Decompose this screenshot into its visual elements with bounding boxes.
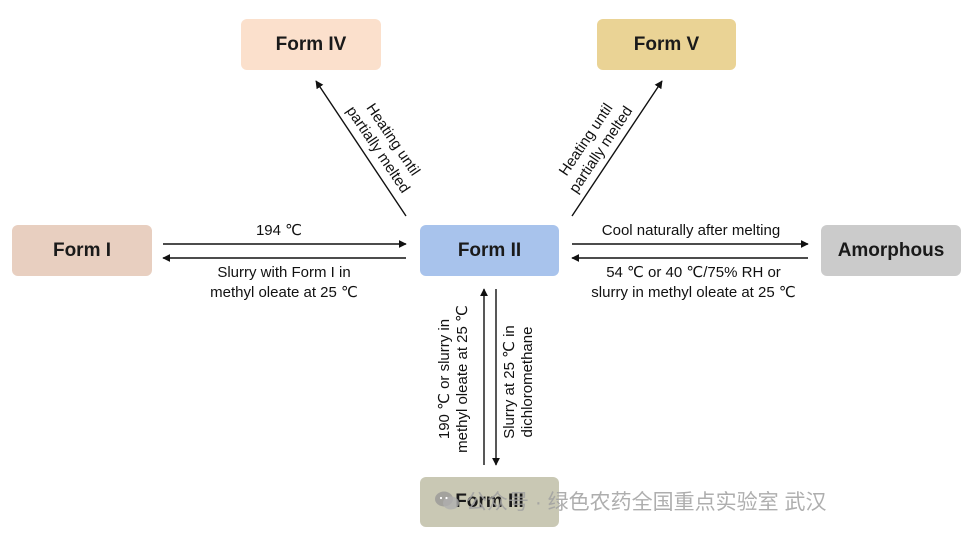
watermark-text: 公众号 · 绿色农药全国重点实验室 武汉 (466, 491, 827, 514)
node-form-ii: Form II (420, 225, 559, 276)
label-amorphous-to-form2-line1: 54 ℃ or 40 ℃/75% RH or (606, 264, 781, 281)
label-form3-to-form2-line2: methyl oleate at 25 ℃ (454, 305, 471, 453)
watermark: 公众号 · 绿色农药全国重点实验室 武汉 (434, 486, 827, 516)
wechat-icon (434, 490, 460, 512)
node-form-i: Form I (12, 225, 152, 276)
node-form-iv: Form IV (241, 19, 381, 70)
node-amorphous-label: Amorphous (837, 239, 945, 261)
node-form-v-label: Form V (633, 33, 700, 55)
label-form2-to-form3-line1: Slurry at 25 ℃ in (501, 325, 518, 439)
label-form3-to-form2-line1: 190 ℃ or slurry in (436, 318, 453, 440)
node-amorphous: Amorphous (821, 225, 961, 276)
label-form2-to-form3: Slurry at 25 ℃ in dichloromethane (501, 302, 537, 462)
node-form-i-label: Form I (52, 239, 112, 261)
label-form3-to-form2: 190 ℃ or slurry in methyl oleate at 25 ℃ (436, 289, 472, 469)
label-form2-to-amorphous: Cool naturally after melting (601, 222, 781, 239)
label-amorphous-to-form2: 54 ℃ or 40 ℃/75% RH or slurry in methyl … (566, 263, 821, 303)
node-form-iii-label: Form III (455, 491, 524, 512)
node-form-ii-label: Form II (457, 239, 522, 261)
label-form1-to-form2-line1: Slurry with Form I in (217, 264, 351, 281)
node-form-v: Form V (597, 19, 736, 70)
node-form-iv-label: Form IV (275, 33, 347, 55)
label-form1-to-form2-line2: methyl oleate at 25 ℃ (210, 284, 358, 301)
label-form2-to-form3-line2: dichloromethane (519, 326, 536, 438)
label-amorphous-to-form2-line2: slurry in methyl oleate at 25 ℃ (591, 284, 796, 301)
label-form1-to-form2: Slurry with Form I in methyl oleate at 2… (184, 263, 384, 303)
arrow-form2-to-form4 (315, 80, 407, 217)
label-form2-to-form1: 194 ℃ (255, 222, 303, 239)
arrow-form2-to-form5 (571, 80, 663, 217)
